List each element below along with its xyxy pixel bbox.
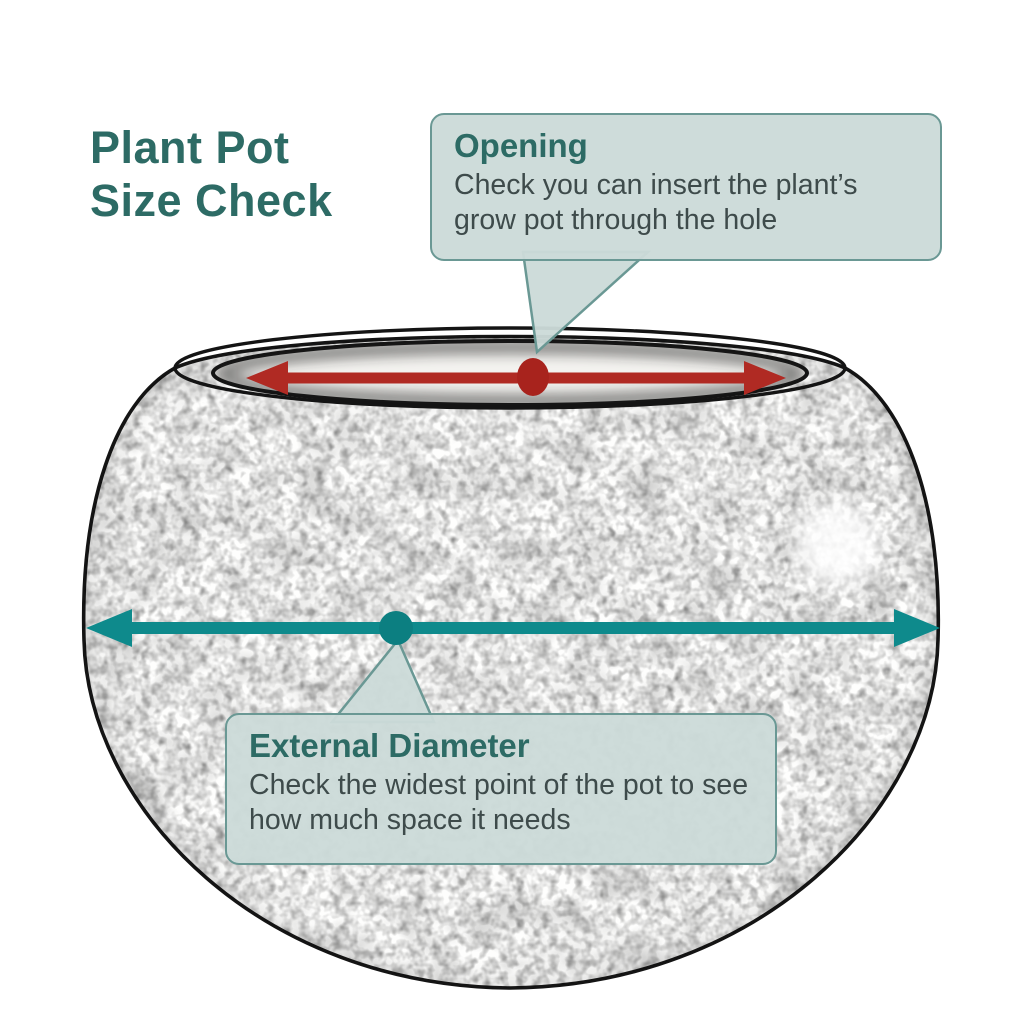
callout-external-diameter-body: Check the widest point of the pot to see…	[249, 769, 749, 837]
external-diameter-marker-dot-icon	[379, 611, 413, 645]
external-diameter-arrow-icon	[86, 609, 940, 647]
page-title-line-1: Plant Pot	[90, 122, 290, 173]
callout-opening-title: Opening	[454, 127, 588, 164]
page-title-line-2: Size Check	[90, 174, 333, 226]
external-diameter-measure-group	[86, 609, 940, 647]
opening-marker-dot-icon	[517, 358, 549, 396]
callout-external-diameter-title: External Diameter	[249, 727, 530, 764]
opening-arrow-icon	[246, 361, 786, 395]
opening-measure-group	[246, 361, 786, 395]
callout-opening: Opening Check you can insert the plant’s…	[430, 113, 942, 261]
page-title: Plant Pot Size Check	[90, 122, 333, 227]
callout-external-diameter: External Diameter Check the widest point…	[225, 713, 777, 865]
callout-opening-body: Check you can insert the plant’s grow po…	[454, 169, 858, 237]
